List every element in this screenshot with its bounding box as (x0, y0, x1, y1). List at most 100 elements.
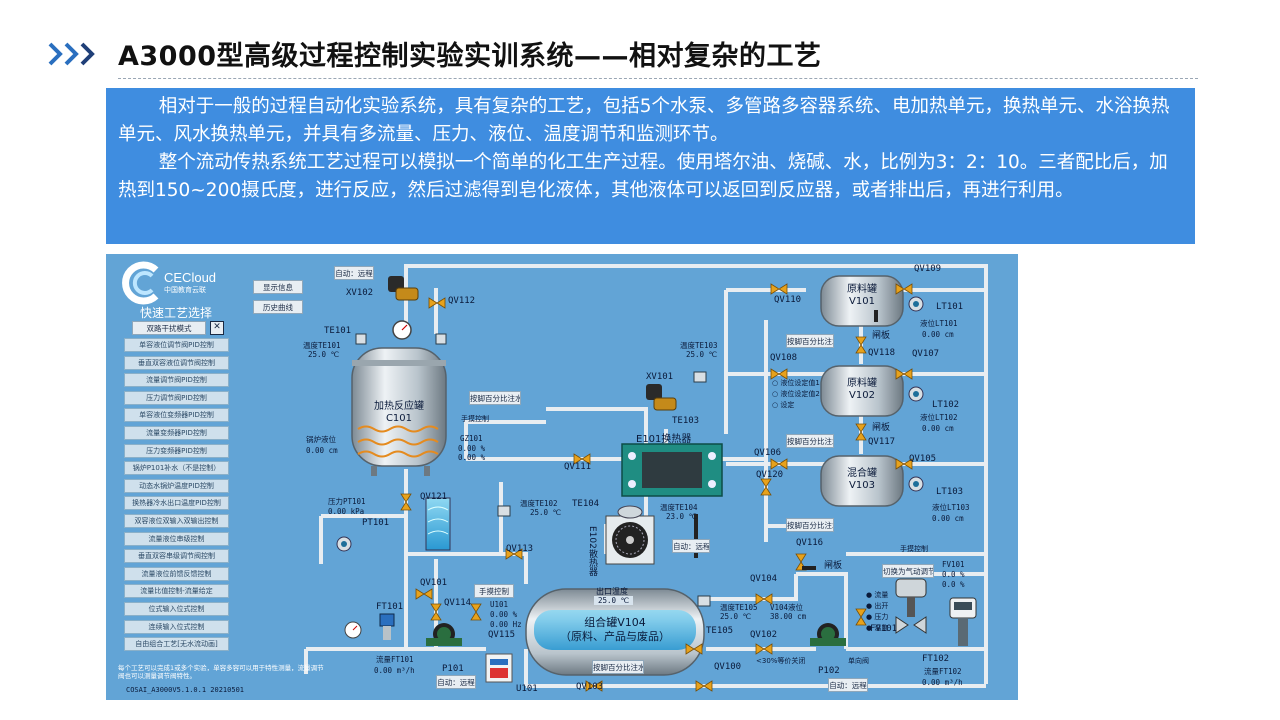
mode-auto-remote-3[interactable]: 自动：远程 (436, 675, 476, 689)
pulse-fill-button-3[interactable]: 按脚百分比注水 (786, 434, 834, 448)
process-menu-item[interactable]: 单容液位变频器PID控制 (124, 408, 229, 423)
logo-text: CECloud (164, 270, 217, 285)
process-menu-item[interactable]: 垂直双容液位调节阀控制 (124, 355, 229, 370)
tag-qv101: QV101 (420, 578, 448, 588)
pulse-fill-button-1[interactable]: 按脚百分比注水 (469, 391, 521, 405)
pump-p101 (426, 623, 462, 646)
tank-c101 (351, 347, 447, 476)
process-menu-item[interactable]: 自由组合工艺[无水流动画] (124, 637, 229, 652)
process-menu-item[interactable]: 单容液位调节阀PID控制 (124, 338, 229, 352)
fv-mode-option[interactable]: ● 温度 (866, 623, 888, 633)
outlet-temp-label: 出口温度 (596, 587, 628, 596)
process-menu-item[interactable]: 流量比值控制-流量给定 (124, 584, 229, 599)
close-icon[interactable]: ✕ (210, 321, 224, 335)
fv-mode-option[interactable]: ● 出开 (866, 601, 888, 611)
tag-te101: TE101 (324, 326, 352, 336)
mode-auto-remote-2[interactable]: 自动：远程 (672, 539, 710, 553)
fan-icon (617, 505, 643, 519)
process-menu-item[interactable]: 锅炉P101补水（不是控制） (124, 461, 229, 476)
tag-qv115: QV115 (488, 630, 516, 640)
tag-te105: TE105 (706, 626, 734, 636)
tank-v101 (820, 275, 904, 327)
tag-qv111: QV111 (564, 462, 592, 472)
description-paragraph-2: 整个流动传热系统工艺过程可以模拟一个简单的化工生产过程。使用塔尔油、烧碱、水，比… (118, 152, 1168, 201)
lt102-value: 0.00 cm (922, 424, 954, 433)
pressure-gauge-icon (392, 320, 412, 340)
radio-option[interactable]: ○ 设定 (772, 400, 794, 410)
pump-p102 (810, 623, 846, 646)
radio-option[interactable]: ○ 液位设定值1 (772, 378, 820, 388)
gate-indicator-icon (694, 310, 878, 570)
description-box: 相对于一般的过程自动化实验系统，具有复杂的工艺，包括5个水泵、多管路多容器系统、… (106, 88, 1195, 244)
tag-qv110: QV110 (774, 295, 802, 305)
u101-label: U101 (490, 600, 509, 609)
title-divider (118, 78, 1198, 79)
tag-ft102: FT102 (922, 654, 950, 664)
temperature-probe-icon (355, 333, 711, 607)
process-menu-item[interactable]: 流量液位串级控制 (124, 531, 229, 546)
process-menu-item[interactable]: 动态水锅炉温度PID控制 (124, 478, 229, 493)
pulse-fill-button-2[interactable]: 按脚百分比注水 (786, 334, 834, 348)
te104-value: 23.0 ℃ (666, 512, 697, 521)
history-curve-button[interactable]: 历史曲线 (253, 300, 303, 314)
switch-pneumatic-button[interactable]: 切换为气动调节阀 (882, 564, 934, 578)
mode-auto-remote-4[interactable]: 自动：远程 (828, 678, 868, 692)
radio-icon: ○ (772, 401, 781, 409)
radio-option-label: 设定 (780, 401, 795, 409)
manual-control-button[interactable]: 手摸控制 (474, 584, 514, 598)
radio-icon: ● (866, 591, 875, 599)
water-column (425, 497, 451, 551)
te102-label: 温度TE102 (520, 499, 558, 508)
process-menu-item[interactable]: 流量变频器PID控制 (124, 426, 229, 440)
radiator-label: E102散热器 (587, 526, 597, 576)
control-valve-fv101 (895, 578, 927, 634)
display-info-button[interactable]: 显示信息 (253, 280, 303, 294)
pulse-fill-button-5[interactable]: 按脚百分比注水 (592, 660, 644, 674)
mode-select[interactable]: 双路干扰模式 (132, 321, 206, 335)
heat-exchanger-e101 (621, 443, 723, 497)
radio-icon: ○ (772, 390, 781, 398)
fv101-value-2: 0.0 % (942, 580, 965, 589)
tank-v104 (525, 588, 705, 676)
tag-te103: TE103 (672, 416, 700, 426)
lt101-label: 液位LT101 (920, 319, 958, 328)
process-menu-item[interactable]: 双容液位双输入双输出控制 (124, 514, 229, 528)
tank-v102 (820, 365, 904, 417)
fv-mode-option[interactable]: ● 流量 (866, 590, 888, 600)
radio-option-label: 液位设定值1 (780, 379, 820, 387)
pulse-fill-button-4[interactable]: 按脚百分比注水 (786, 518, 834, 532)
gate-label-3: 闸板 (824, 561, 843, 571)
process-menu-item[interactable]: 压力调节阀PID控制 (124, 390, 229, 405)
te105-label: 温度TE105 (720, 603, 758, 612)
process-menu-item[interactable]: 流量液位前馈反馈控制 (124, 566, 229, 581)
process-menu-item[interactable]: 位式输入位式控制 (124, 602, 229, 616)
tag-qv105: QV105 (909, 454, 937, 464)
frequency-inverter-u101 (485, 653, 513, 683)
description-paragraph-1: 相对于一般的过程自动化实验系统，具有复杂的工艺，包括5个水泵、多管路多容器系统、… (118, 96, 1170, 145)
process-menu-item[interactable]: 换热器冷水出口温度PID控制 (124, 496, 229, 511)
pressure-gauge-small-icon (344, 621, 362, 639)
version-label: COSAI_A3000V5.1.0.1 20210501 (126, 686, 245, 694)
te105-value: 25.0 ℃ (720, 612, 751, 621)
tag-xv102: XV102 (346, 288, 374, 298)
exchanger-label: E101换热器 (636, 434, 692, 445)
u101-value-1: 0.00 % (490, 610, 518, 619)
process-menu-item[interactable]: 压力变频器PID控制 (124, 443, 229, 458)
process-diagram (304, 264, 988, 692)
mode-auto-remote-1[interactable]: 自动：远程 (334, 266, 374, 280)
fv-mode-option-label: 温度 (874, 624, 889, 632)
fv-mode-option[interactable]: ● 压力 (866, 612, 888, 622)
tag-qv107: QV107 (912, 349, 940, 359)
te101-value: 25.0 ℃ (308, 350, 339, 359)
process-menu-item[interactable]: 垂直双容串级调节阀控制 (124, 549, 229, 564)
radio-option[interactable]: ○ 液位设定值2 (772, 389, 820, 399)
tag-qv103: QV103 (576, 682, 604, 692)
valve-group (400, 283, 913, 692)
tag-ft101: FT101 (376, 602, 404, 612)
fv-mode-option-label: 出开 (874, 602, 889, 610)
process-menu-item[interactable]: 连续输入位式控制 (124, 619, 229, 634)
process-menu-item[interactable]: 流量调节阀PID控制 (124, 373, 229, 388)
